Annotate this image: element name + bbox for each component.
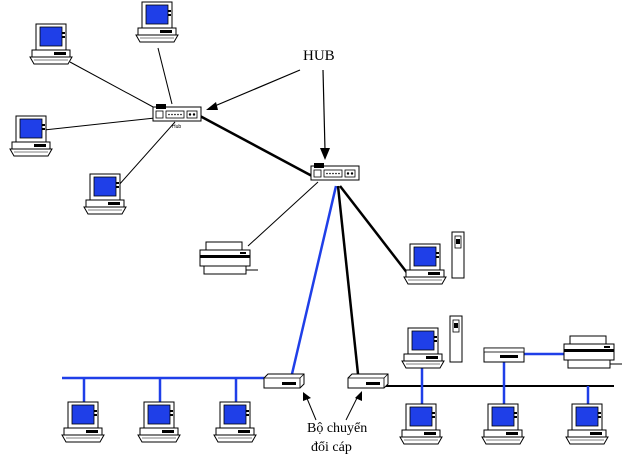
callout-arrow — [322, 69, 326, 151]
hub-icon[interactable] — [483, 347, 525, 363]
pc-icon[interactable] — [83, 173, 127, 215]
backbone-cable — [199, 114, 313, 178]
hub-small-label: Hub — [172, 124, 181, 130]
pc-icon[interactable] — [61, 401, 105, 443]
cable — [157, 47, 173, 105]
cable — [336, 185, 360, 375]
blue-cable — [290, 185, 338, 375]
printer-icon[interactable] — [563, 335, 623, 369]
hub-icon[interactable] — [310, 162, 360, 181]
cable — [247, 181, 319, 247]
cables — [43, 47, 614, 421]
pc-icon[interactable] — [137, 401, 181, 443]
tower-pc-icon[interactable] — [403, 231, 465, 285]
pc-icon[interactable] — [399, 403, 443, 445]
arrow-head-icon — [320, 148, 330, 160]
devices — [9, 1, 623, 445]
cable — [43, 117, 156, 131]
hub-callout-label: HUB — [303, 48, 335, 64]
pc-icon[interactable] — [565, 403, 609, 445]
converter-icon[interactable] — [263, 373, 305, 389]
cable — [339, 185, 409, 275]
printer-icon[interactable] — [199, 241, 259, 275]
pc-icon[interactable] — [29, 23, 73, 65]
converter-label-line2: đổi cáp — [311, 440, 352, 455]
callout-arrow — [345, 395, 359, 421]
callout-arrow — [305, 395, 317, 421]
cable — [117, 121, 176, 187]
pc-icon[interactable] — [481, 403, 525, 445]
pc-icon[interactable] — [9, 115, 53, 157]
pc-icon[interactable] — [213, 401, 257, 443]
converter-icon[interactable] — [347, 373, 389, 389]
hub-icon[interactable] — [152, 103, 202, 122]
arrow-head-icon — [206, 102, 218, 110]
tower-pc-icon[interactable] — [401, 315, 463, 369]
arrow-head-icon — [355, 391, 362, 401]
cable — [69, 61, 156, 109]
converter-label-line1: Bộ chuyển — [307, 421, 367, 436]
pc-icon[interactable] — [135, 1, 179, 43]
arrow-head-icon — [303, 392, 311, 401]
callout-arrow — [209, 69, 301, 109]
